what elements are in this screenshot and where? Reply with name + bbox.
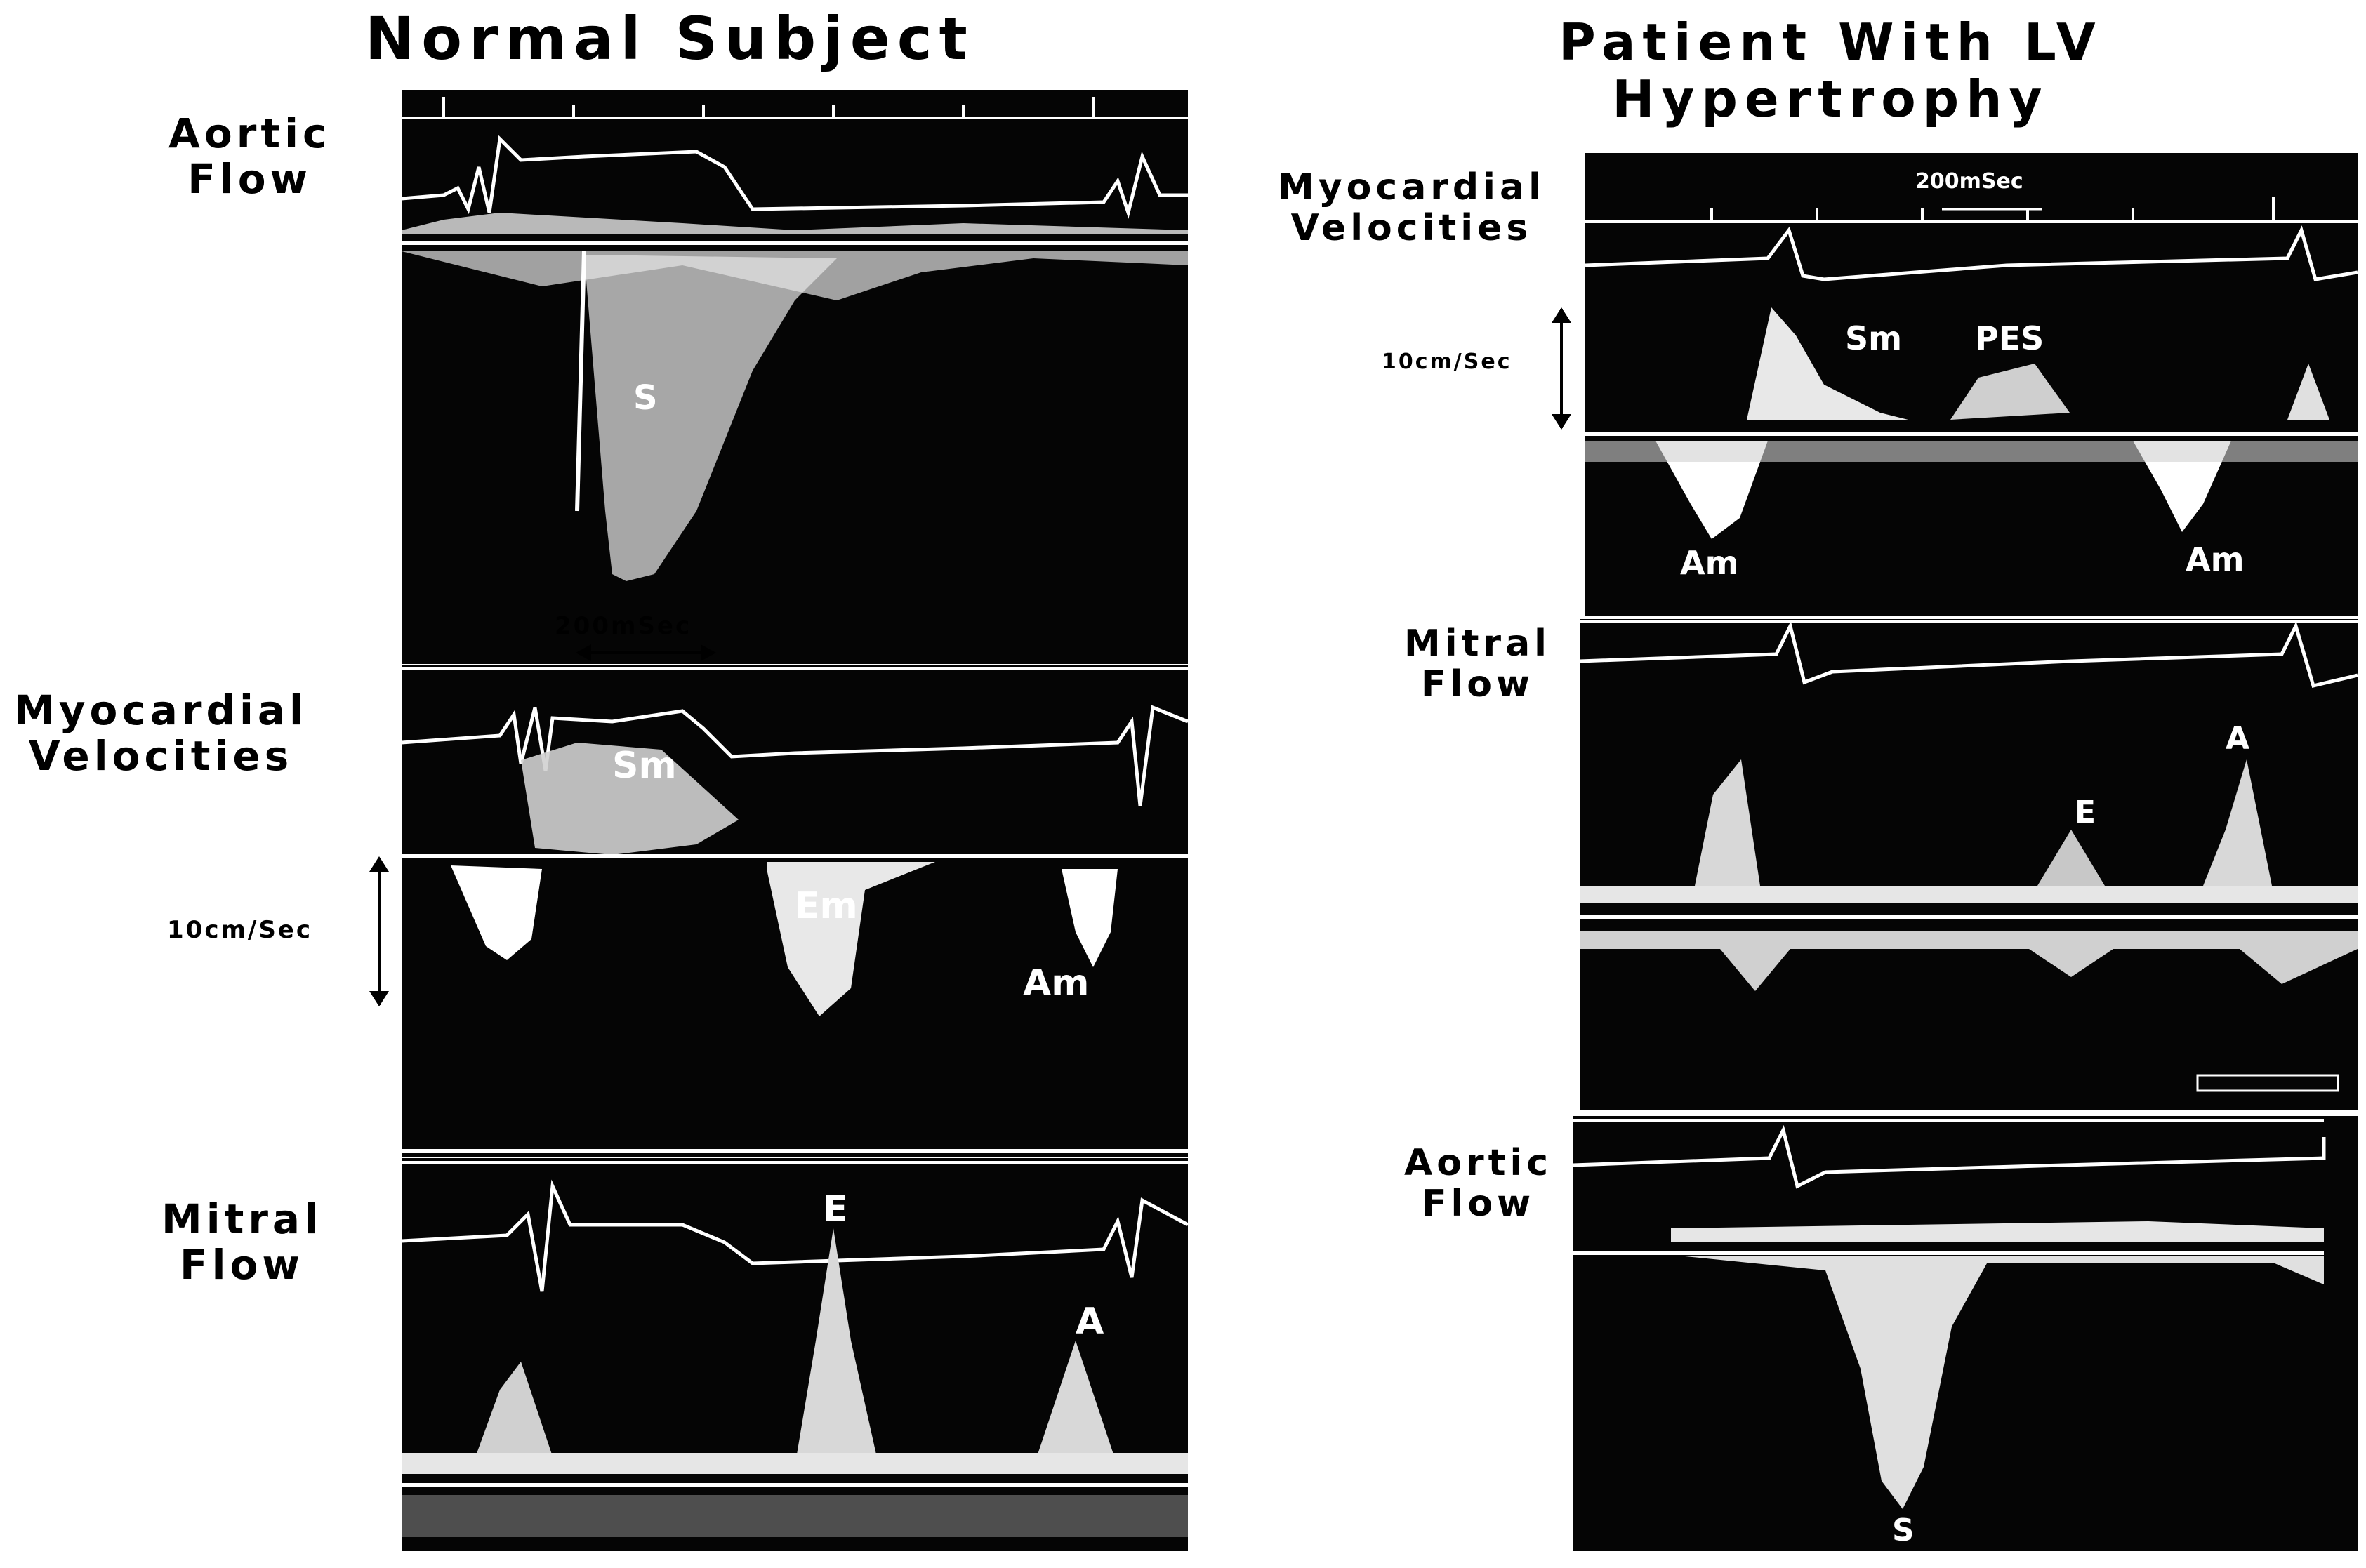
reverse-flow [1580,931,2358,991]
right-mitral-flow-label: Mitral Flow [1404,623,1551,705]
right-title-line2: Hypertrophy [1612,69,2049,128]
right-mitral-panel: E A [1580,619,2358,1110]
left-myocardial-label-line2: Velocities [28,731,293,780]
right-myocardial-trace: 200mSec Sm PES Am Am [1585,169,2358,582]
sm-wave [521,743,739,855]
left-myocardial-label-line1: Myocardial [14,686,308,734]
upper-band [1671,1221,2324,1242]
wave-label-pes: PES [1975,319,2044,357]
right-myocardial-label-line1: Myocardial [1278,166,1545,208]
ecg-trace [402,135,1188,219]
am-wave-2 [2133,441,2231,532]
ecg-trace [1585,225,2358,281]
am-wave-1 [1655,441,1768,539]
a-wave [1033,1341,1118,1467]
left-velocity-scale: 10cm/Sec [167,916,313,944]
left-aortic-flow-label: Aortic Flow [168,111,331,202]
left-mitral-flow-label-line1: Mitral [161,1195,322,1243]
wave-label-sm: Sm [1845,319,1902,357]
wave-label-am-2: Am [2186,540,2245,578]
left-myocardial-trace: Sm Em Am [402,667,1188,1153]
top-band [1585,441,2358,462]
right-time-scale: 200mSec [1915,169,2023,194]
sm-wave [1747,307,1908,420]
right-aortic-trace: S [1573,1119,2326,1548]
right-velocity-scale-arrow [1552,307,1571,430]
left-time-scale: 200mSec [555,612,692,640]
wave-label-am-1: Am [1680,544,1739,582]
right-aortic-flow-label-line1: Aortic [1404,1142,1553,1184]
wave-label-em: Em [795,885,858,927]
right-myocardial-label: Myocardial Velocities [1278,166,1545,250]
pes-wave [1950,364,2070,420]
left-mitral-trace: E A [402,1161,1188,1537]
a-wave [2198,759,2275,900]
baseline-band [1580,886,2358,903]
left-aortic-flow-trace: S [402,97,1188,581]
ecg-trace [1573,1124,2326,1189]
wave-label-e: E [2075,795,2096,830]
right-myocardial-label-line2: Velocities [1290,207,1533,250]
left-myocardial-label: Myocardial Velocities [14,688,308,779]
wave-label-s: S [633,378,658,418]
ecg-trace [402,705,1188,806]
left-title: Normal Subject [365,4,974,73]
left-aortic-flow-panel: S [402,90,1188,664]
em-wave [767,862,935,1016]
left-mitral-flow-label-line2: Flow [180,1240,304,1289]
scale-marker [2196,1074,2339,1092]
time-ticks [442,97,1095,118]
sweep-line [575,251,586,512]
top-band [402,251,1188,300]
e-wave [795,1228,879,1467]
right-aortic-flow-label-line2: Flow [1422,1183,1535,1225]
wave-label-a: A [1076,1301,1104,1343]
bottom-band [402,1495,1188,1537]
doppler-fill [402,213,1188,234]
wave-label-am: Am [1023,962,1089,1004]
left-myocardial-panel: Sm Em Am [402,665,1188,1157]
right-mitral-trace: E A [1580,620,2358,1092]
wave-label-e: E [823,1188,848,1230]
late-wave [2287,364,2329,420]
right-velocity-scale: 10cm/Sec [1382,350,1512,374]
s-wave-envelope [584,255,837,581]
ecg-trace [402,1179,1188,1292]
wave-label-a: A [2226,721,2249,757]
left-mitral-panel: E A [402,1158,1188,1551]
left-mitral-flow-label: Mitral Flow [161,1197,322,1288]
left-velocity-scale-arrow [369,856,389,1006]
early-burst [472,1362,556,1467]
right-aortic-flow-label: Aortic Flow [1404,1142,1553,1225]
baseline-band [402,1453,1188,1474]
am-wave-1 [451,865,542,960]
wave-label-s: S [1892,1513,1915,1548]
e-wave [2029,830,2113,900]
right-aortic-panel: S [1573,1116,2358,1551]
right-mitral-flow-label-line2: Flow [1420,663,1535,706]
am-wave-2 [1062,869,1118,967]
early-burst [1692,759,1762,900]
right-mitral-flow-label-line1: Mitral [1404,623,1551,665]
right-title-line1: Patient With LV [1559,13,2103,72]
wave-label-sm: Sm [612,745,677,787]
s-wave [1685,1256,2324,1509]
left-aortic-flow-label-line2: Flow [187,154,312,203]
left-aortic-flow-label-line1: Aortic [168,109,331,157]
right-title: Patient With LV Hypertrophy [1559,14,2103,127]
left-time-scale-arrow [576,644,716,661]
right-myocardial-panel: 200mSec Sm PES Am Am [1585,153,2358,616]
ecg-trace [1580,620,2358,688]
